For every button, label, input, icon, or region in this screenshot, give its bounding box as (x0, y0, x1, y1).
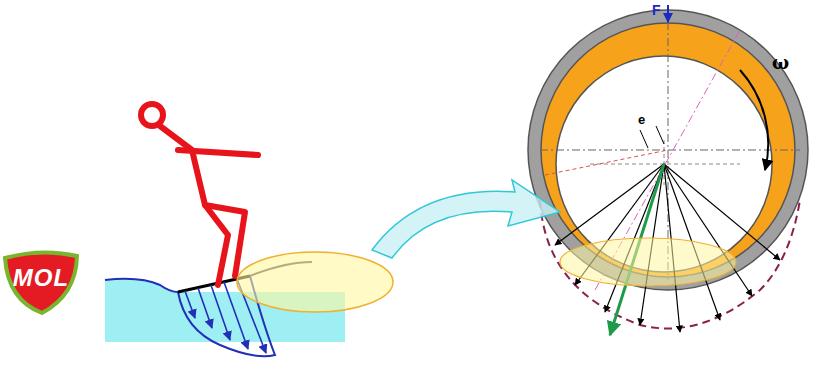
logo-text: MOL (13, 264, 69, 292)
symbol-label: ω (772, 52, 789, 73)
logo-shield: MOL (2, 250, 80, 316)
zoom-arrow (372, 180, 560, 258)
symbol-label: e (638, 112, 645, 127)
symbol-label: F (652, 2, 661, 18)
stick-figure (141, 104, 258, 285)
journal-bearing (528, 5, 808, 335)
highlight-ellipse (237, 252, 393, 312)
